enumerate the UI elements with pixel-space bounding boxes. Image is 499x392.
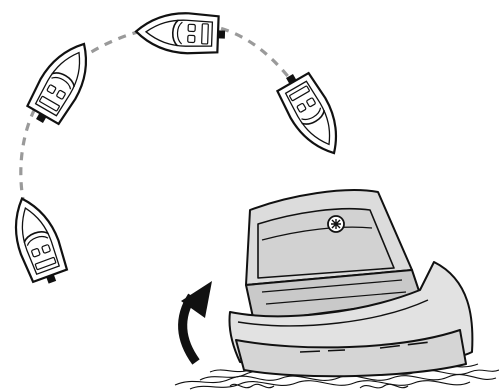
boat-icon	[272, 66, 351, 163]
boat-icon	[22, 34, 101, 131]
boat-icon	[3, 192, 71, 289]
outboard-motor	[229, 190, 472, 376]
rotation-arrow-icon	[181, 281, 212, 362]
boat-icon	[135, 11, 225, 54]
